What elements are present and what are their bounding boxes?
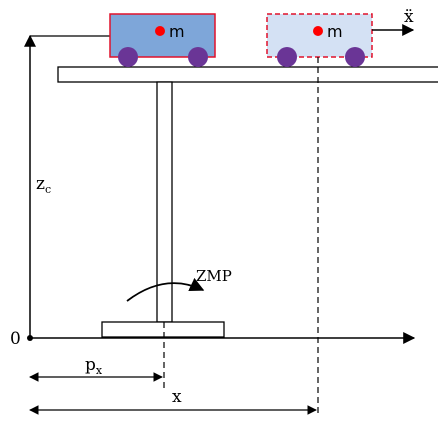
mass-label: m — [169, 22, 185, 41]
cart-solid-left-wheel — [118, 47, 138, 67]
mass-label: m — [327, 22, 343, 41]
cart-solid: m — [109, 13, 216, 67]
mass-dot-icon — [155, 26, 165, 36]
cart-solid-right-wheel — [188, 47, 208, 67]
origin-point — [27, 335, 33, 341]
cart-ghost: m — [266, 13, 373, 67]
origin-label: 0 — [10, 329, 21, 349]
table-leg — [156, 81, 173, 323]
table-foot — [101, 321, 225, 338]
height-label: zc — [36, 174, 51, 196]
cart-ghost-right-wheel — [345, 47, 365, 67]
px-label: px — [85, 355, 103, 377]
cart-ghost-left-wheel — [277, 47, 297, 67]
mass-dot-icon — [313, 26, 323, 36]
torque-curved-arrow-icon — [126, 277, 205, 302]
zmp-label: ZMP — [196, 267, 232, 285]
table-top — [57, 66, 438, 83]
acceleration-label: ẍ — [404, 7, 414, 27]
x-label: x — [172, 387, 182, 407]
